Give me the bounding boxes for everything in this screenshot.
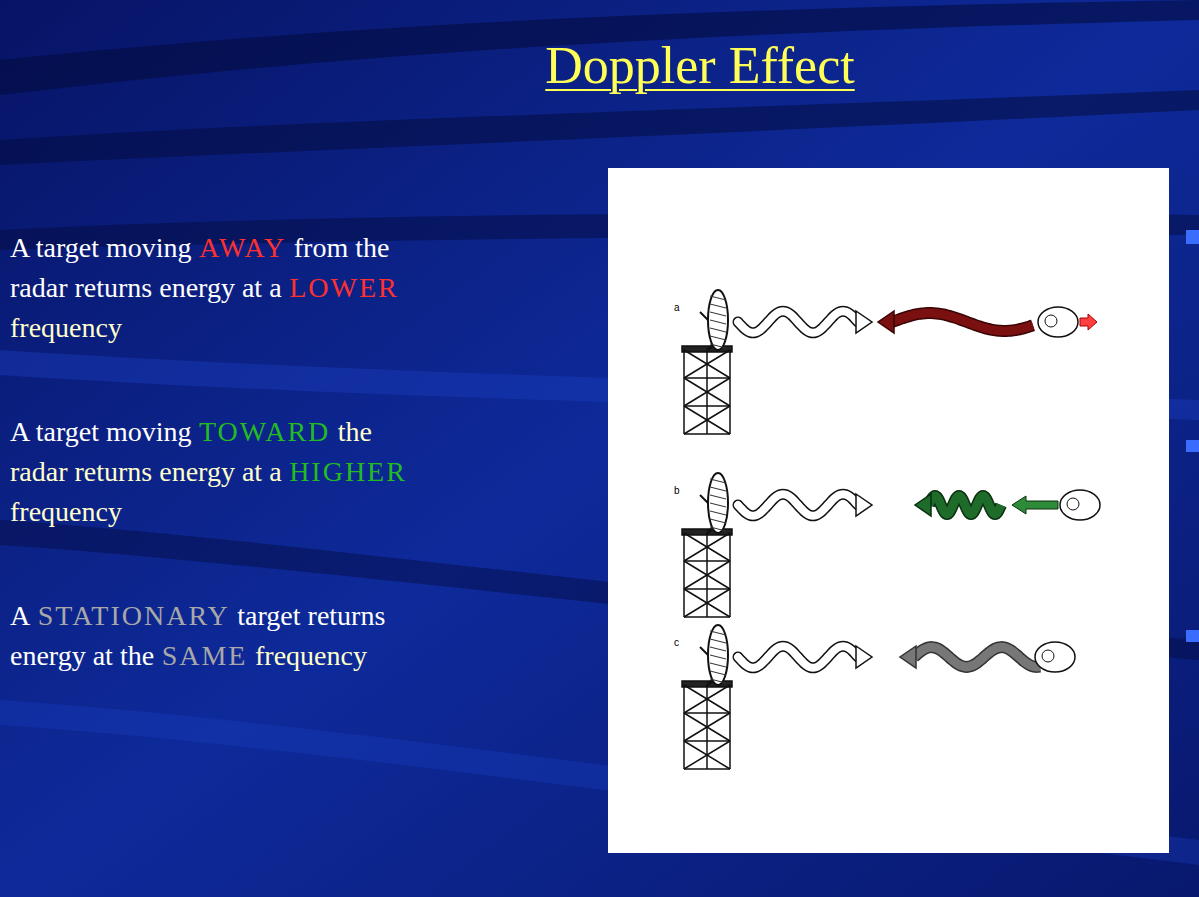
radar-tower [682,681,732,769]
transmitted-wave [738,646,872,668]
radar-dish [700,290,728,350]
text-line: A target movingAWAYfrom the [10,228,399,268]
explanation-phrase: radar returns energy at a [10,268,282,308]
explanation-phrase: A target moving [10,412,191,452]
explanation-phrase: frequency [10,492,122,532]
text-line: ASTATIONARYtarget returns [10,596,385,636]
text-line: energy at theSAMEfrequency [10,636,385,676]
highlight-word: HIGHER [289,452,407,492]
text-line: A target movingTOWARDthe [10,412,407,452]
explanation-phrase: A target moving [10,228,191,268]
radar-dish [700,473,728,533]
target [1038,307,1078,337]
text-line: radar returns energy at aHIGHER [10,452,407,492]
text-line: frequency [10,308,399,348]
highlight-word: STATIONARY [38,596,230,636]
explanation-phrase: frequency [255,636,367,676]
explanation-text: A target movingAWAYfrom theradar returns… [10,228,399,348]
illustration-panel [608,168,1169,853]
panel-letter: a [674,302,680,313]
highlight-word: SAME [162,636,248,676]
explanation-phrase: radar returns energy at a [10,452,282,492]
explanation-text: ASTATIONARYtarget returnsenergy at theSA… [10,596,385,676]
explanation-phrase: the [338,412,372,452]
text-line: radar returns energy at aLOWER [10,268,399,308]
doppler-row [682,290,1097,434]
highlight-word: AWAY [199,228,286,268]
panel-letter: c [674,637,679,648]
motion-arrow [1080,314,1097,330]
returned-wave [878,311,1033,333]
radar-tower [682,346,732,434]
panel-letter: b [674,485,680,496]
explanation-phrase: A [10,596,30,636]
slide-title: Doppler Effect [400,36,1000,95]
explanation-phrase: target returns [237,596,385,636]
transmitted-wave [738,311,872,333]
radar-dish [700,625,728,685]
motion-arrow [1012,496,1058,514]
doppler-row [682,473,1100,617]
highlight-word: LOWER [289,268,399,308]
explanation-phrase: frequency [10,308,122,348]
explanation-phrase: energy at the [10,636,154,676]
returned-wave [915,494,1001,516]
highlight-word: TOWARD [199,412,330,452]
doppler-row [682,625,1075,769]
text-line: frequency [10,492,407,532]
radar-tower [682,529,732,617]
returned-wave [900,646,1040,668]
explanation-text: A target movingTOWARDtheradar returns en… [10,412,407,532]
target [1060,490,1100,520]
transmitted-wave [738,494,872,516]
target [1035,642,1075,672]
explanation-phrase: from the [294,228,390,268]
